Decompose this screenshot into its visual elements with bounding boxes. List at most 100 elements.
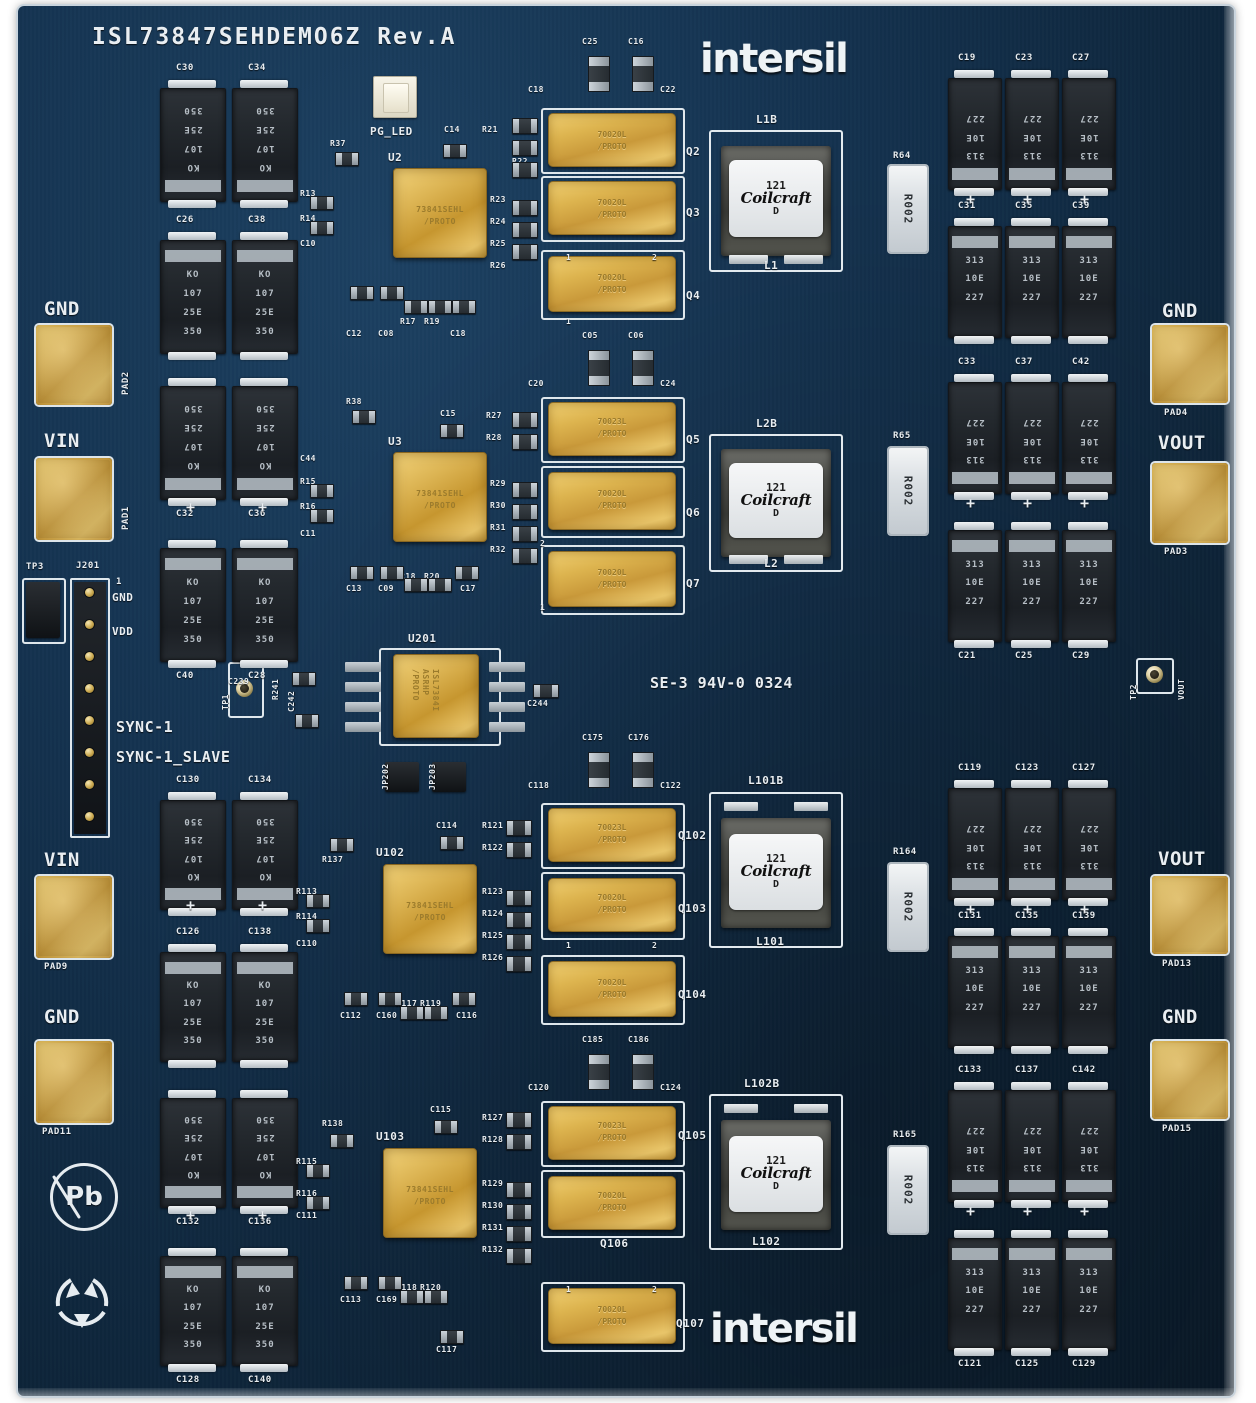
q3-marking-1: 70020L [597, 198, 627, 207]
board-title: ISL73847SEHDEMO6Z Rev.A [92, 24, 457, 50]
passive-chip-l1-8 [306, 919, 330, 933]
cap-marking: 107 [183, 289, 203, 300]
silkscreen-refdes: C17 [460, 584, 476, 593]
capacitor-refdes: C123 [1015, 763, 1039, 773]
q106-marking-1: 70020L [597, 1191, 627, 1200]
cap-terminal [1011, 336, 1051, 344]
cap-marking: 227 [1022, 823, 1042, 833]
jp202-jumper[interactable] [385, 762, 419, 792]
silkscreen-refdes: R117 [396, 999, 418, 1008]
vin-pad-pad1[interactable] [36, 458, 112, 540]
silkscreen-refdes: C12 [346, 329, 362, 338]
cap-terminal [239, 200, 289, 208]
capacitor-c176 [632, 752, 654, 788]
cap-marking: 107 [183, 999, 203, 1010]
silkscreen-refdes: R127 [482, 1113, 504, 1122]
vout-pad-pad13[interactable] [1152, 876, 1228, 954]
cap-marking: 227 [1079, 293, 1099, 303]
silkscreen-refdes: R27 [486, 411, 502, 420]
silkscreen-refdes: R120 [420, 1283, 442, 1292]
passive-chip-l2-4 [400, 1290, 424, 1304]
cap-terminal [1068, 492, 1108, 500]
cap-marking: 10E [1079, 984, 1099, 995]
silkscreen-refdes: C176 [628, 733, 650, 742]
pad4-ref: PAD4 [1164, 408, 1188, 418]
passive-chip-l2-2 [344, 1276, 368, 1290]
c244-cap [533, 684, 559, 698]
l2b-outline-label: L2B [756, 417, 778, 430]
cap-terminal [1068, 70, 1108, 78]
u201-refdes: U201 [408, 632, 437, 645]
gnd-pad-pad15[interactable] [1152, 1041, 1228, 1119]
cap-marking: 313 [1022, 150, 1042, 161]
pad2-label: GND [44, 298, 80, 320]
cap-marking: 227 [1079, 417, 1099, 427]
silkscreen-refdes: C169 [376, 1295, 398, 1304]
q6-marking-2: /PROTO [597, 501, 627, 510]
jp203-jumper[interactable] [432, 762, 466, 792]
silkscreen-refdes: R22 [512, 158, 528, 166]
cap-marking: 227 [1079, 113, 1099, 123]
cap-marking: KO [186, 1285, 200, 1296]
capacitor-refdes: C139 [1072, 911, 1096, 921]
cap-terminal [1011, 1230, 1051, 1238]
cap-marking: 227 [1022, 1125, 1042, 1135]
gnd-pad-pad4[interactable] [1152, 325, 1228, 403]
u2-marking-2: /PROTO [424, 217, 456, 226]
q107-refdes: Q107 [676, 1317, 705, 1330]
resistor-ladder-mid-3 [512, 504, 538, 520]
j201-pin1-label: 1 [116, 577, 122, 587]
cap-marking: 227 [1022, 113, 1042, 123]
polarity-plus-marker: + [966, 494, 976, 512]
polarity-plus-marker: + [966, 190, 976, 208]
cap-terminal [167, 1060, 217, 1068]
polarity-plus-marker: + [258, 1206, 268, 1224]
q105-refdes: Q105 [678, 1129, 707, 1142]
q4-refdes: Q4 [686, 289, 701, 302]
vout-pad-pad3[interactable] [1152, 463, 1228, 543]
resistor-ladder-l2-0 [506, 1112, 532, 1128]
resistor-ladder-l1-5 [506, 956, 532, 972]
cap-marking: KO [186, 1168, 200, 1179]
tp3-testpoint[interactable] [22, 578, 66, 644]
tp2-testpoint[interactable] [1136, 658, 1174, 694]
silkscreen-refdes: R129 [482, 1179, 504, 1188]
u102-marking-2: /PROTO [414, 913, 446, 922]
cap-terminal [167, 378, 217, 386]
silkscreen-refdes: R30 [490, 501, 506, 510]
cap-marking: 227 [965, 1003, 985, 1013]
cap-terminal [239, 80, 289, 88]
pad13-ref: PAD13 [1162, 959, 1192, 969]
vin-pad-pad9[interactable] [36, 876, 112, 958]
j201-header[interactable] [70, 578, 110, 838]
q2-refdes: Q2 [686, 145, 701, 158]
silkscreen-refdes: C113 [340, 1295, 362, 1304]
cap-marking: KO [186, 870, 200, 881]
cap-marking: 10E [965, 274, 985, 285]
u2-marking-1: 73841SEHL [416, 205, 464, 214]
silkscreen-refdes: R28 [486, 433, 502, 442]
r164-shunt: R002 [889, 864, 927, 950]
passive-chip-2 [350, 286, 374, 300]
gnd-pad-pad2[interactable] [36, 325, 112, 405]
tp1-label: TP1 [221, 694, 230, 710]
l102-brand: Coilcraft [740, 1164, 812, 1183]
q107-mosfet: 70020L /PROTO [548, 1288, 676, 1344]
cap-terminal [239, 660, 289, 668]
pad9-ref: PAD9 [44, 962, 68, 972]
jp203-label: JP203 [428, 763, 437, 790]
cap-marking: 107 [255, 597, 275, 608]
resistor-ladder-top-2 [512, 162, 538, 178]
cap-terminal [239, 1090, 289, 1098]
silkscreen-refdes: C11 [300, 529, 316, 538]
cap-marking: 227 [965, 293, 985, 303]
cap-marking: 227 [1022, 597, 1042, 607]
gnd-pad-pad11[interactable] [36, 1041, 112, 1123]
cap-marking: KO [186, 161, 200, 172]
cap-marking: 313 [1022, 1162, 1042, 1173]
polarity-plus-marker: + [1023, 190, 1033, 208]
